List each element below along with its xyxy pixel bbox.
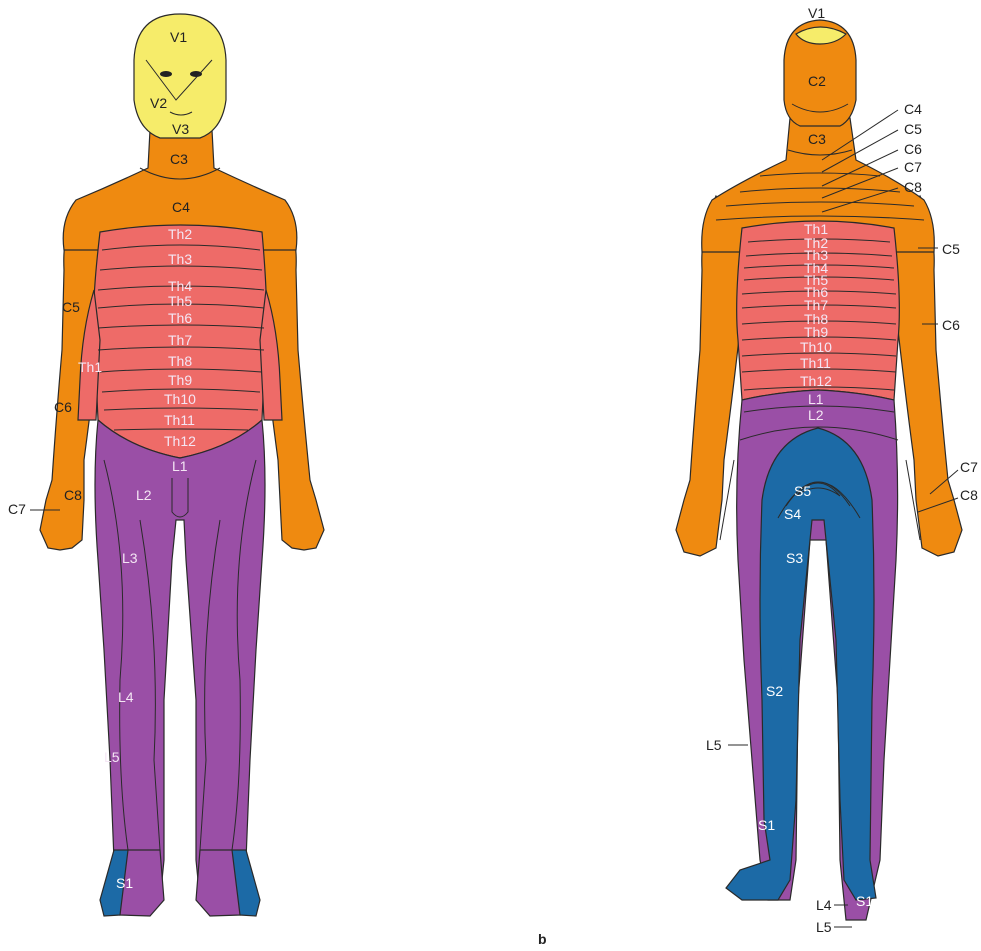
- back-label-th10: Th10: [800, 339, 832, 355]
- front-label-v2: V2: [150, 95, 167, 111]
- front-label-th1: Th1: [78, 359, 102, 375]
- back-label-c5: C5: [904, 121, 922, 137]
- front-label-l1: L1: [172, 458, 188, 474]
- back-label-l1: L1: [808, 391, 824, 407]
- front-label-th3: Th3: [168, 251, 192, 267]
- front-label-th11: Th11: [164, 412, 195, 428]
- front-label-l5: L5: [104, 749, 120, 765]
- back-label-th12: Th12: [800, 373, 832, 389]
- back-label-c4: C4: [904, 101, 922, 117]
- back-label-l4-foot: L4: [816, 897, 832, 913]
- back-label-l5-leg: L5: [706, 737, 722, 753]
- front-label-l2: L2: [136, 487, 152, 503]
- front-label-th2: Th2: [168, 226, 192, 242]
- front-label-l4: L4: [118, 689, 134, 705]
- front-feet-toes: [120, 850, 240, 916]
- back-label-l5-foot: L5: [816, 919, 832, 935]
- back-label-c3: C3: [808, 131, 826, 147]
- front-label-c7: C7: [8, 501, 26, 517]
- back-label-c6-arm: C6: [942, 317, 960, 333]
- back-label-s1-foot: S1: [856, 893, 873, 909]
- front-label-th12: Th12: [164, 433, 196, 449]
- front-legs: [95, 420, 265, 900]
- front-label-th5: Th5: [168, 293, 192, 309]
- back-label-s2: S2: [766, 683, 783, 699]
- back-label-s3: S3: [786, 550, 803, 566]
- front-label-v3: V3: [172, 121, 189, 137]
- back-label-c6: C6: [904, 141, 922, 157]
- front-label-c6: C6: [54, 399, 72, 415]
- front-label-th7: Th7: [168, 332, 192, 348]
- back-label-s4: S4: [784, 506, 801, 522]
- front-label-th9: Th9: [168, 372, 192, 388]
- front-label-v1: V1: [170, 29, 187, 45]
- back-label-s1-leg: S1: [758, 817, 775, 833]
- front-label-c5: C5: [62, 299, 80, 315]
- back-label-c7: C7: [904, 159, 922, 175]
- front-label-th10: Th10: [164, 391, 196, 407]
- front-label-s1: S1: [116, 875, 133, 891]
- front-label-th6: Th6: [168, 310, 192, 326]
- back-label-c7-hand: C7: [960, 459, 978, 475]
- front-label-c8: C8: [64, 487, 82, 503]
- figure-caption-letter: b: [538, 931, 547, 947]
- back-label-s5: S5: [794, 483, 811, 499]
- back-label-l2: L2: [808, 407, 824, 423]
- back-label-c5-arm: C5: [942, 241, 960, 257]
- back-label-th11: Th11: [800, 355, 831, 371]
- front-label-c3: C3: [170, 151, 188, 167]
- front-label-th4: Th4: [168, 278, 192, 294]
- back-label-th9: Th9: [804, 324, 828, 340]
- front-label-c4: C4: [172, 199, 190, 215]
- front-label-th8: Th8: [168, 353, 192, 369]
- back-label-c2: C2: [808, 73, 826, 89]
- back-label-v1: V1: [808, 5, 825, 21]
- back-label-c8: C8: [904, 179, 922, 195]
- back-label-c8-hand: C8: [960, 487, 978, 503]
- front-label-l3: L3: [122, 550, 138, 566]
